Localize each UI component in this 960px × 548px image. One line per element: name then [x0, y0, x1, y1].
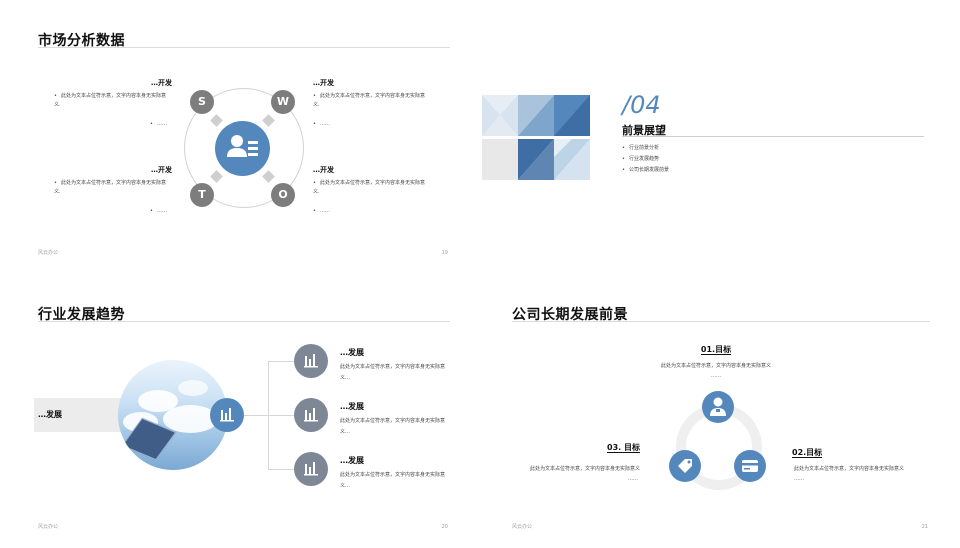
slide-title: 市场分析数据 [38, 33, 125, 49]
swot-ring [184, 88, 304, 208]
block-text: 此处为文本占位符示意，文字内容本身无实际意义. [54, 179, 172, 197]
trend-text: 此处为文本占位符示意，文字内容本身无实际意义… [340, 364, 446, 381]
trend-item: …发展 此处为文本占位符示意，文字内容本身无实际意义… [340, 455, 450, 492]
trend-text: 此处为文本占位符示意，文字内容本身无实际意义… [340, 418, 446, 435]
footer-brand: 风云办公 [512, 524, 533, 530]
swot-o-badge: O [271, 183, 295, 207]
title-divider [38, 321, 450, 322]
page-number: 19 [441, 250, 448, 256]
section-title: 前景展望 [622, 124, 666, 137]
block-dots: …… [313, 120, 431, 129]
block-text: 此处为文本占位符示意，文字内容本身无实际意义. [54, 92, 172, 110]
user-card-icon [227, 135, 258, 157]
page-number: 20 [441, 524, 448, 530]
swot-t-badge: T [190, 183, 214, 207]
trend-item: …发展 此处为文本占位符示意，文字内容本身无实际意义… [340, 401, 450, 438]
title-divider [38, 47, 450, 48]
bar-chart-icon [294, 398, 328, 432]
tag-icon [669, 450, 701, 482]
block-heading: …开发 [313, 166, 334, 174]
slide-title: 公司长期发展前景 [512, 307, 628, 323]
triangle-mosaic [482, 95, 590, 180]
goal-01-dots: …… [711, 373, 721, 379]
block-text: 此处为文本占位符示意，文字内容本身无实际意义. [313, 179, 431, 197]
block-dots: …… [150, 207, 172, 216]
goal-03-text: 此处为文本占位符示意，文字内容本身无实际意义 [529, 466, 640, 472]
bar-chart-icon [210, 398, 244, 432]
footer-brand: 风云办公 [38, 524, 59, 530]
footer-brand: 风云办公 [38, 250, 59, 256]
goal-02-heading: 02.目标 [792, 448, 823, 458]
list-item: 行业前景分析 [622, 143, 669, 154]
goal-02-dots: …… [794, 476, 804, 482]
goal-02-text: 此处为文本占位符示意，文字内容本身无实际意义 [794, 466, 905, 472]
page-number: 21 [921, 524, 928, 530]
block-dots: …… [150, 120, 172, 129]
slide-outlook [480, 0, 960, 274]
connector-line [268, 361, 294, 362]
swot-block-s: …开发 此处为文本占位符示意，文字内容本身无实际意义. …… [54, 78, 172, 129]
doctor-icon [702, 391, 734, 423]
swot-s-badge: S [190, 90, 214, 114]
list-item: 行业发展趋势 [622, 154, 669, 165]
bar-chart-icon [294, 344, 328, 378]
connector-line [244, 415, 268, 416]
goal-01-heading: 01.目标 [700, 345, 732, 355]
block-heading: …开发 [313, 79, 334, 87]
card-icon [734, 450, 766, 482]
block-text: 此处为文本占位符示意，文字内容本身无实际意义. [313, 92, 431, 110]
goal-03-heading: 03. 目标 [607, 443, 640, 453]
sky-photo [118, 360, 228, 470]
trend-item: …发展 此处为文本占位符示意，文字内容本身无实际意义… [340, 347, 450, 384]
title-divider [512, 321, 930, 322]
section-divider [622, 136, 924, 137]
slide-title: 行业发展趋势 [38, 307, 125, 323]
swot-center [215, 121, 270, 176]
section-list: 行业前景分析 行业发展趋势 公司长期发展前景 [622, 143, 669, 176]
section-number: /04 [622, 91, 661, 119]
swot-block-w: …开发 此处为文本占位符示意，文字内容本身无实际意义. …… [313, 78, 431, 129]
swot-block-o: …开发 此处为文本占位符示意，文字内容本身无实际意义. …… [313, 165, 431, 216]
goal-03-dots: …… [628, 476, 638, 482]
block-heading: …开发 [151, 79, 172, 87]
bar-chart-icon [294, 452, 328, 486]
trend-text: 此处为文本占位符示意，文字内容本身无实际意义… [340, 472, 446, 489]
trend-heading: …发展 [340, 456, 364, 465]
trend-heading: …发展 [340, 402, 364, 411]
block-heading: …开发 [151, 166, 172, 174]
swot-w-badge: W [271, 90, 295, 114]
swot-block-t: …开发 此处为文本占位符示意，文字内容本身无实际意义. …… [54, 165, 172, 216]
slide-market-analysis: 市场分析数据 S W T O …开发 此处为文本占位符示意，文字内容本身无实际意… [0, 0, 480, 274]
block-dots: …… [313, 207, 431, 216]
band-label: …发展 [38, 410, 62, 419]
connector-line [268, 415, 294, 416]
connector-line [268, 469, 294, 470]
list-item: 公司长期发展前景 [622, 165, 669, 176]
trend-heading: …发展 [340, 348, 364, 357]
goal-01-text: 此处为文本占位符示意，文字内容本身无实际意义 [660, 363, 771, 369]
